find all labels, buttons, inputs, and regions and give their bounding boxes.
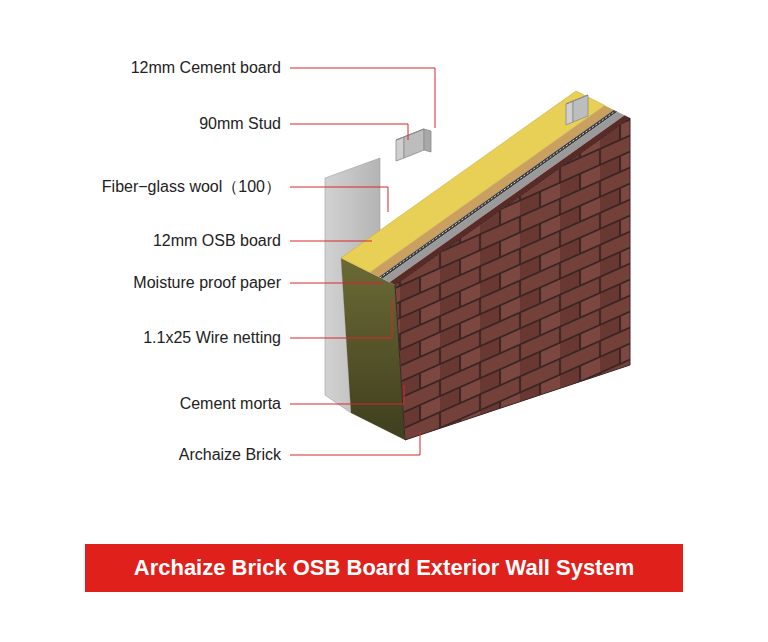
title-band: Archaize Brick OSB Board Exterior Wall S… — [85, 544, 683, 592]
brick-face — [395, 118, 630, 440]
part-label: Moisture proof paper — [133, 273, 281, 293]
leader-line — [290, 68, 435, 455]
part-label: Fiber−glass wool（100） — [102, 177, 281, 197]
steel-stud — [566, 95, 588, 125]
part-label: 12mm OSB board — [153, 231, 281, 251]
part-label: 1.1x25 Wire netting — [143, 328, 281, 348]
part-label: Cement morta — [180, 394, 281, 414]
part-label: Archaize Brick — [179, 445, 281, 465]
diagram-title: Archaize Brick OSB Board Exterior Wall S… — [134, 555, 634, 581]
part-label: 12mm Cement board — [131, 58, 281, 78]
part-label: 90mm Stud — [199, 114, 281, 134]
steel-stud — [396, 129, 431, 161]
